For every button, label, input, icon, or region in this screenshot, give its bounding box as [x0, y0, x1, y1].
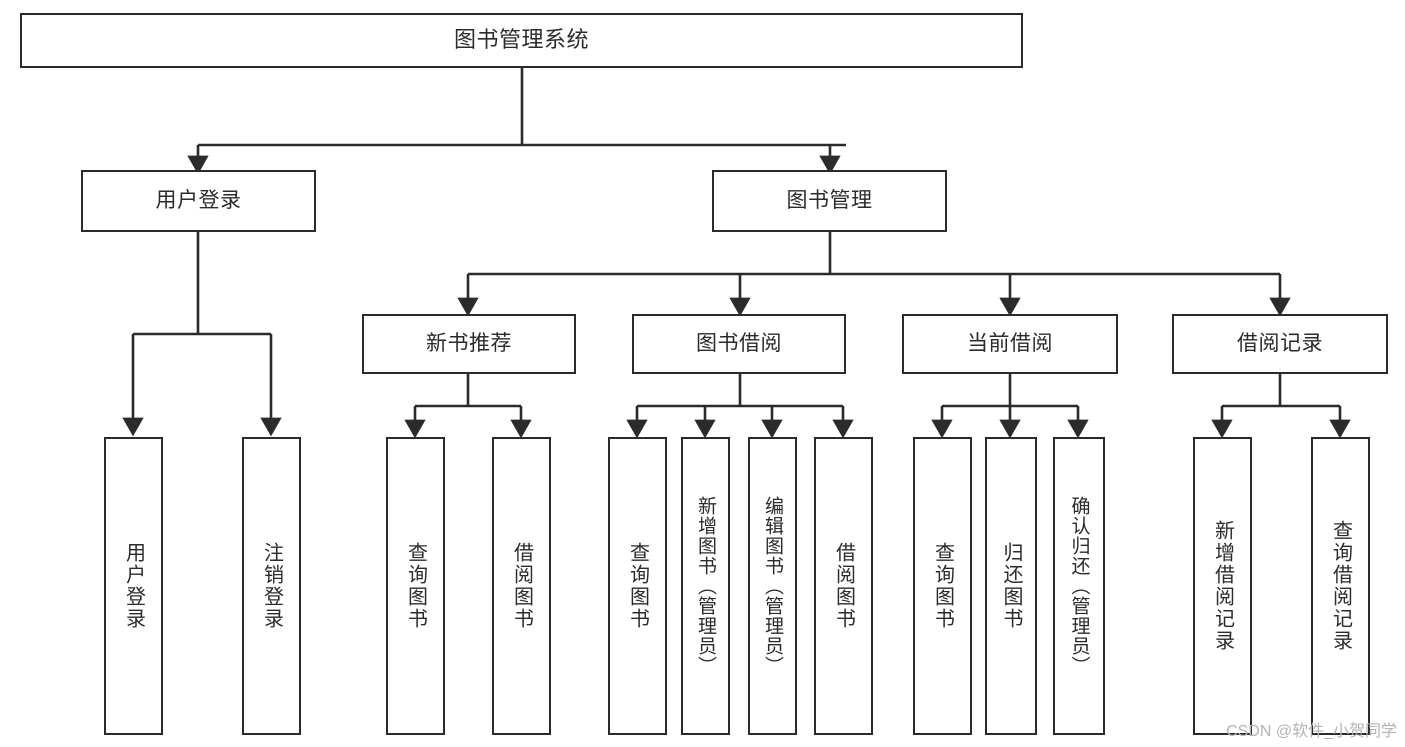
node-new-book-recommend-label: 新书推荐: [426, 332, 512, 356]
node-book-management[interactable]: 图书管理: [712, 170, 947, 232]
leaf-book-borrow-query-label: 查询图书: [626, 542, 649, 630]
leaf-current-borrow-confirm-label: 确认归还（管理员）: [1068, 496, 1090, 676]
node-current-borrow[interactable]: 当前借阅: [902, 314, 1118, 374]
leaf-new-book-query-label: 查询图书: [404, 542, 427, 630]
leaf-current-borrow-query[interactable]: 查询图书: [913, 437, 972, 735]
node-borrow-record-label: 借阅记录: [1237, 332, 1323, 356]
node-book-borrow-label: 图书借阅: [696, 332, 782, 356]
leaf-book-borrow-query[interactable]: 查询图书: [608, 437, 667, 735]
leaf-book-borrow-add[interactable]: 新增图书（管理员）: [681, 437, 730, 735]
leaf-current-borrow-query-label: 查询图书: [931, 542, 954, 630]
node-book-management-label: 图书管理: [786, 189, 873, 213]
leaf-user-login-login[interactable]: 用户登录: [104, 437, 163, 735]
leaf-book-borrow-edit[interactable]: 编辑图书（管理员）: [748, 437, 797, 735]
leaf-new-book-borrow-label: 借阅图书: [510, 542, 533, 630]
leaf-user-login-login-label: 用户登录: [122, 542, 145, 630]
node-new-book-recommend[interactable]: 新书推荐: [362, 314, 576, 374]
leaf-new-book-query[interactable]: 查询图书: [386, 437, 445, 735]
leaf-current-borrow-return-label: 归还图书: [1000, 542, 1022, 630]
node-borrow-record[interactable]: 借阅记录: [1172, 314, 1388, 374]
leaf-borrow-record-query[interactable]: 查询借阅记录: [1311, 437, 1370, 735]
leaf-book-borrow-add-label: 新增图书（管理员）: [695, 496, 716, 676]
leaf-user-login-logout-label: 注销登录: [260, 542, 283, 630]
leaf-new-book-borrow[interactable]: 借阅图书: [492, 437, 551, 735]
leaf-borrow-record-query-label: 查询借阅记录: [1329, 520, 1352, 652]
leaf-book-borrow-borrow-label: 借阅图书: [832, 542, 855, 630]
leaf-user-login-logout[interactable]: 注销登录: [242, 437, 301, 735]
node-book-borrow[interactable]: 图书借阅: [632, 314, 846, 374]
node-root-label: 图书管理系统: [453, 27, 589, 53]
node-current-borrow-label: 当前借阅: [967, 332, 1053, 356]
leaf-book-borrow-borrow[interactable]: 借阅图书: [814, 437, 873, 735]
node-user-login[interactable]: 用户登录: [81, 170, 316, 232]
leaf-book-borrow-edit-label: 编辑图书（管理员）: [762, 496, 783, 676]
leaf-borrow-record-add[interactable]: 新增借阅记录: [1193, 437, 1252, 735]
node-user-login-label: 用户登录: [155, 189, 242, 213]
leaf-borrow-record-add-label: 新增借阅记录: [1211, 520, 1234, 652]
leaf-current-borrow-confirm[interactable]: 确认归还（管理员）: [1053, 437, 1105, 735]
leaf-current-borrow-return[interactable]: 归还图书: [985, 437, 1037, 735]
node-root-library-system[interactable]: 图书管理系统: [20, 13, 1023, 68]
